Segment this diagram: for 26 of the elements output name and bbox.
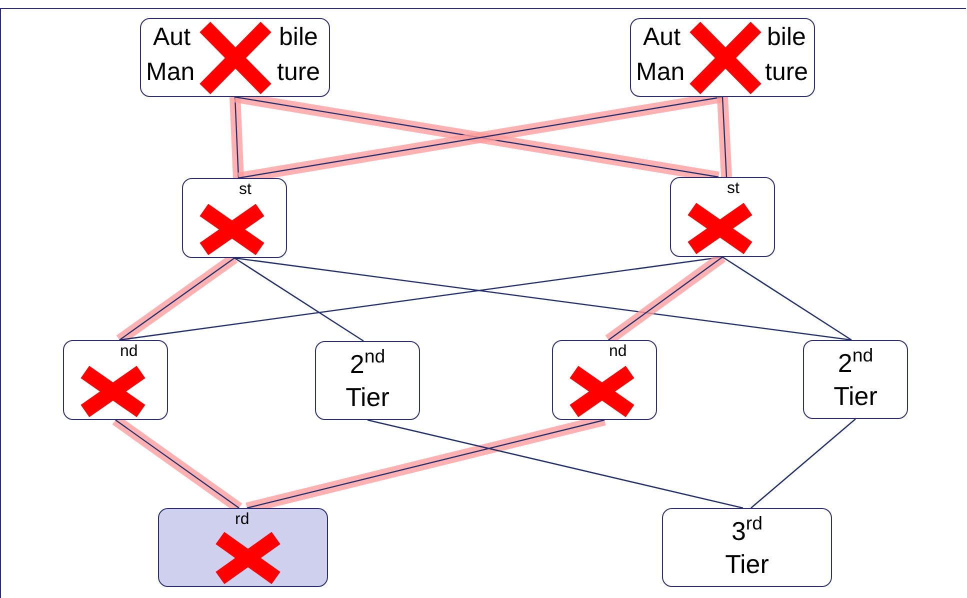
node-label: ture [765,59,808,86]
connector [367,419,744,509]
node-label: st [727,180,740,198]
process-box [315,341,420,420]
node-label: Man [146,59,195,86]
node-label: rd [235,511,250,529]
node-label: 2$^{nd}$ Tier [344,348,390,413]
process-box [803,340,908,419]
connector [722,256,852,341]
node-label: bile [767,24,806,52]
node-label: st [239,181,252,199]
connector [750,418,856,508]
node-label: 2$^{nd}$ Tier [832,347,878,412]
process-box [662,508,832,587]
node-label: Man [636,59,685,86]
node-label: 3$^{rd}$ Tier [724,515,770,580]
highlighted-connector [230,96,244,178]
node-label: nd [609,343,627,361]
connector [234,257,364,342]
highlighted-connector [717,96,732,178]
node-label: Aut [153,24,191,52]
connector [234,257,852,341]
node-label: ture [277,59,320,86]
node-label: Aut [643,24,681,52]
node-label: nd [120,343,138,361]
node-label: bile [279,24,318,52]
